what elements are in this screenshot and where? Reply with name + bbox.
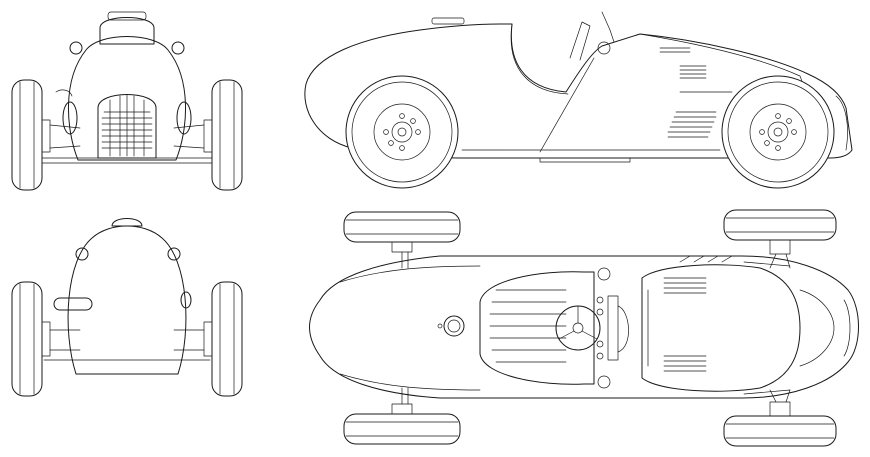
top-body-outline — [309, 255, 859, 399]
rear-right-tire — [203, 281, 243, 397]
top-windscreen — [617, 305, 629, 353]
top-bonnet — [641, 264, 801, 392]
side-bonnet-line — [639, 33, 807, 93]
front-left-lamp — [62, 101, 78, 135]
rear-left-mirror — [75, 247, 89, 261]
side-nose-grille — [835, 95, 848, 151]
top-fuel-cap — [443, 315, 465, 337]
side-mirror-stalk — [601, 11, 615, 43]
top-steering-wheel — [555, 305, 601, 351]
front-right-tire — [203, 79, 243, 191]
front-grille — [97, 94, 157, 159]
top-front-right-wheel — [723, 401, 837, 447]
front-left-tire — [11, 79, 51, 191]
front-left-mirror — [69, 41, 83, 55]
side-rear-wheel — [345, 75, 459, 189]
top-nose-grille — [843, 299, 851, 357]
front-exhaust — [55, 89, 73, 97]
rear-exhaust-pipe — [53, 297, 93, 311]
top-suspension — [401, 251, 791, 405]
front-body-shell — [67, 36, 187, 161]
side-body-profile — [304, 23, 853, 159]
side-cockpit-edge — [510, 23, 569, 95]
top-cockpit — [479, 271, 595, 385]
side-louvres-upper — [659, 47, 707, 79]
top-louvres-upper — [663, 255, 733, 294]
rear-body-shell — [67, 225, 187, 375]
side-front-wheel — [721, 75, 835, 189]
top-nose-cowl — [799, 289, 835, 367]
front-right-mirror — [171, 41, 185, 55]
rear-left-tire — [11, 281, 51, 397]
front-windscreen — [107, 11, 147, 21]
rear-view — [11, 218, 243, 397]
top-seat-slats — [489, 289, 567, 363]
top-view — [309, 209, 859, 447]
side-windscreen — [569, 21, 591, 61]
side-panel-seam — [539, 57, 595, 153]
rear-right-lamp — [180, 291, 192, 309]
rear-suspension — [43, 329, 211, 361]
top-front-left-wheel — [723, 209, 837, 255]
front-cowl — [99, 17, 155, 45]
front-view — [11, 11, 243, 191]
side-skirt — [539, 157, 631, 163]
top-rear-left-wheel — [343, 211, 461, 253]
rear-headrest — [111, 218, 143, 227]
rear-right-mirror — [167, 247, 181, 261]
top-dashboard — [596, 267, 629, 389]
top-upper-crease — [339, 265, 481, 283]
front-right-lamp — [176, 101, 192, 135]
side-headrest — [431, 17, 465, 25]
top-rear-right-wheel — [343, 403, 461, 445]
side-view — [304, 11, 853, 189]
side-louvres-lower — [667, 111, 717, 138]
top-lower-crease — [339, 373, 481, 391]
top-louvres-lower — [663, 355, 707, 372]
side-steering-wheel — [597, 41, 611, 55]
